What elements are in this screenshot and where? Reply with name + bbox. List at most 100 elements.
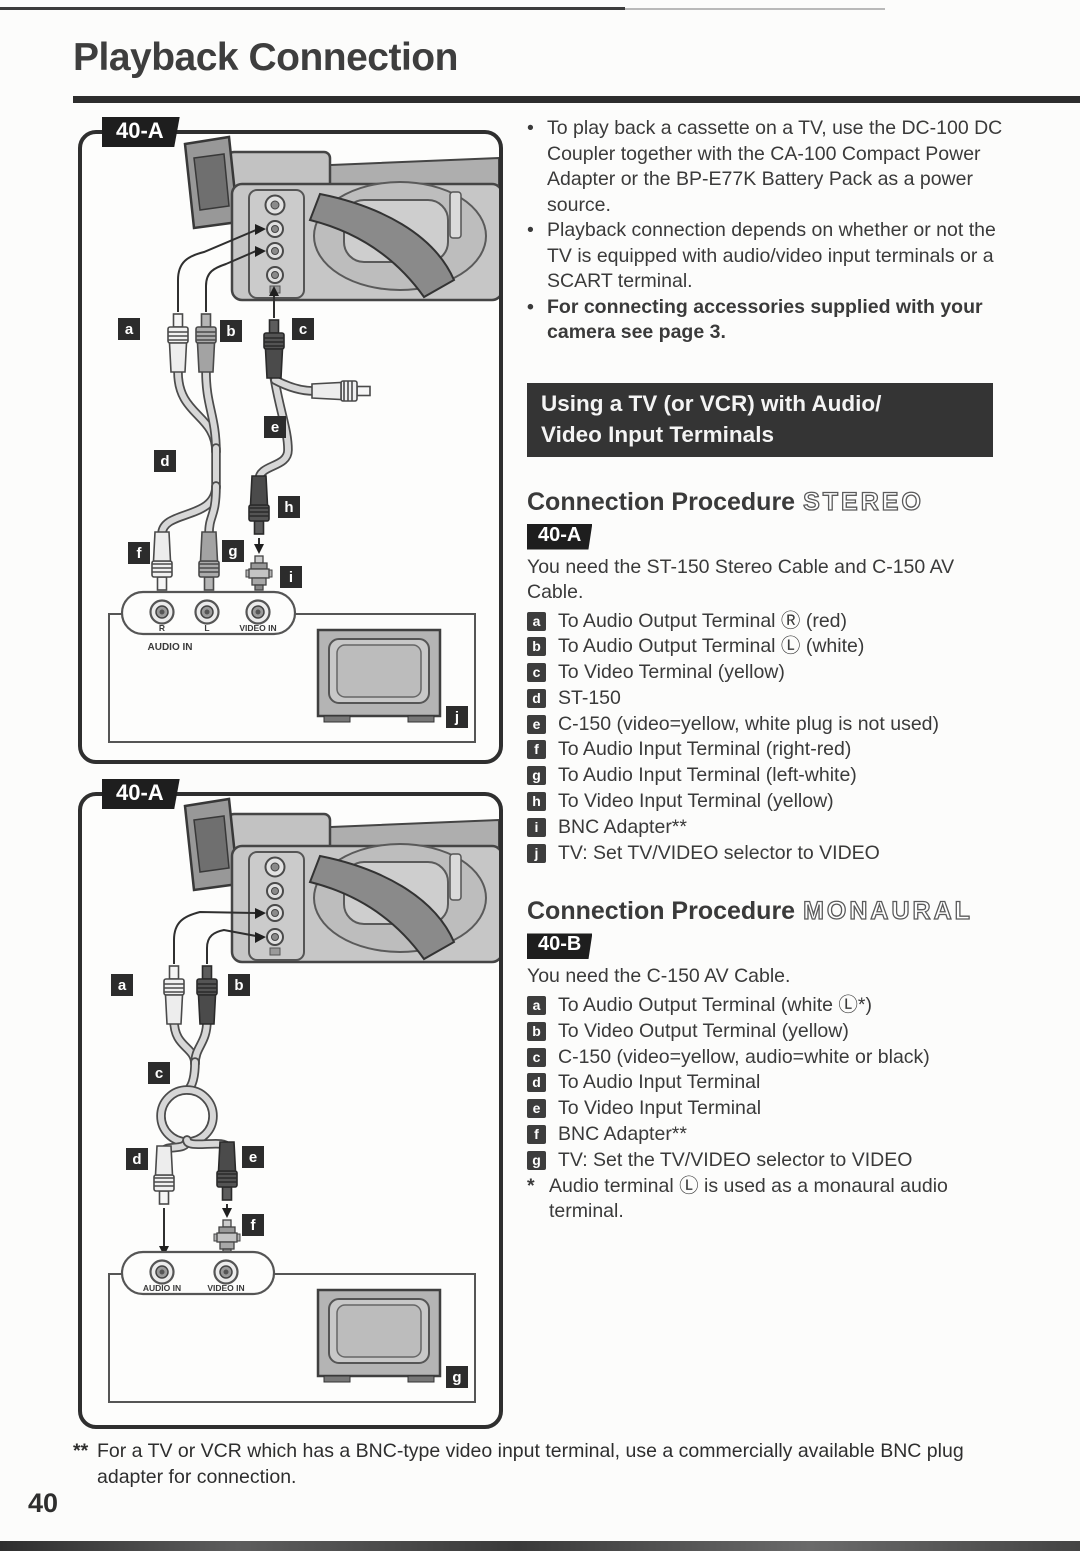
bullet-marker: • <box>527 117 534 139</box>
scan-top-line <box>0 7 625 10</box>
bullet-text: To play back a cassette on a TV, use the… <box>547 117 1003 216</box>
bullet-item: • To play back a cassette on a TV, use t… <box>527 116 1005 218</box>
item-key-badge: f <box>527 1124 546 1144</box>
monaural-style-word: MONAURAL <box>802 897 973 926</box>
label-b: b <box>220 320 242 342</box>
section-header: Using a TV (or VCR) with Audio/ Video In… <box>527 382 993 457</box>
footnote-text: Audio terminal Ⓛ is used as a monaural a… <box>549 1174 948 1223</box>
tv-input-panel: R L VIDEO IN AUDIO IN <box>120 590 297 653</box>
scan-top-line-light <box>625 8 885 10</box>
text-column: • To play back a cassette on a TV, use t… <box>527 116 1005 1225</box>
stereo-item-list: a To Audio Output Terminal Ⓡ (red) b To … <box>527 609 1005 867</box>
bullet-marker: • <box>527 295 534 318</box>
item-text: To Video Output Terminal (yellow) <box>558 1019 849 1042</box>
list-item: a To Audio Output Terminal (white Ⓛ*) <box>527 993 1005 1019</box>
figure1-diagram: R L VIDEO IN AUDIO IN a b c d e f g h i … <box>108 134 499 743</box>
label-e: e <box>264 416 286 438</box>
list-item: b To Audio Output Terminal Ⓛ (white) <box>527 634 1005 660</box>
list-item: a To Audio Output Terminal Ⓡ (red) <box>527 609 1005 635</box>
unused-white-plug <box>311 380 371 402</box>
svg-text:b: b <box>234 977 243 994</box>
section-header-line2: Video Input Terminals <box>541 421 774 447</box>
item-key-badge: j <box>527 843 546 863</box>
label-f: f <box>128 542 150 564</box>
label-g: g <box>446 1366 468 1388</box>
item-text: To Audio Output Terminal Ⓛ (white) <box>558 635 865 658</box>
list-item: c C-150 (video=yellow, audio=white or bl… <box>527 1045 1005 1071</box>
monaural-heading-text: Connection Procedure <box>527 897 796 926</box>
jack-label-l: L <box>204 623 209 633</box>
bnc-footnote: ** For a TV or VCR which has a BNC-type … <box>73 1438 1003 1490</box>
rca-plug-white-b <box>195 313 217 373</box>
label-f: f <box>242 1214 264 1236</box>
bullet-item: • For connecting accessories supplied wi… <box>527 295 1005 346</box>
figure2-diagram: AUDIO IN VIDEO IN a b c d e f g <box>108 796 499 1403</box>
svg-text:f: f <box>251 1217 257 1234</box>
label-g: g <box>222 540 244 562</box>
bullet-marker: • <box>527 219 534 241</box>
item-text: C-150 (video=yellow, white plug is not u… <box>558 712 940 735</box>
item-text: BNC Adapter** <box>558 815 687 838</box>
label-a: a <box>111 974 133 996</box>
tv-illustration <box>316 628 442 724</box>
svg-text:d: d <box>160 453 169 470</box>
svg-text:d: d <box>132 1151 141 1168</box>
item-text: To Audio Input Terminal (right-red) <box>558 738 852 761</box>
list-item: e C-150 (video=yellow, white plug is not… <box>527 712 1005 738</box>
rca-plug-yellow-b <box>196 965 218 1025</box>
item-key-badge: d <box>527 1073 546 1093</box>
c150-cable <box>254 371 319 485</box>
c150-cable <box>156 1015 232 1157</box>
page-title: Playback Connection <box>73 36 458 79</box>
stereo-need-text: You need the ST-150 Stereo Cable and C-1… <box>527 555 955 604</box>
item-key-badge: c <box>527 1047 546 1067</box>
item-text: TV: Set the TV/VIDEO selector to VIDEO <box>558 1148 913 1171</box>
monaural-ref-badge: 40-B <box>527 933 593 960</box>
bnc-adapter <box>213 1219 241 1255</box>
monaural-need-text: You need the C-150 AV Cable. <box>527 965 791 988</box>
label-h: h <box>278 496 300 518</box>
figure1-badge: 40-A <box>102 117 180 147</box>
item-text: To Audio Output Terminal Ⓡ (red) <box>558 609 848 632</box>
item-key-badge: a <box>527 995 546 1015</box>
item-text: To Video Input Terminal (yellow) <box>558 790 834 813</box>
item-text: ST-150 <box>558 686 621 709</box>
label-d: d <box>126 1148 148 1170</box>
list-item: f To Audio Input Terminal (right-red) <box>527 737 1005 763</box>
item-key-badge: g <box>527 766 546 786</box>
rca-plug-d <box>153 1145 175 1205</box>
svg-text:c: c <box>155 1065 163 1082</box>
rca-plug-f <box>151 531 173 591</box>
figure2-badge: 40-A <box>102 779 180 809</box>
camcorder-illustration <box>185 799 499 962</box>
list-item: h To Video Input Terminal (yellow) <box>527 789 1005 815</box>
jack-label-video-in: VIDEO IN <box>207 1283 244 1293</box>
svg-text:e: e <box>249 1149 257 1166</box>
bnc-adapter <box>245 555 273 591</box>
item-text: C-150 (video=yellow, audio=white or blac… <box>558 1045 930 1068</box>
rca-plug-g <box>198 531 220 591</box>
rca-plug-yellow-c <box>263 319 285 379</box>
bnc-footnote-marker: ** <box>73 1440 89 1462</box>
stereo-heading-text: Connection Procedure <box>527 487 796 516</box>
footnote-marker: * <box>527 1174 535 1197</box>
monaural-footnote: * Audio terminal Ⓛ is used as a monaural… <box>527 1174 1005 1226</box>
svg-text:c: c <box>299 321 307 338</box>
bnc-footnote-text: For a TV or VCR which has a BNC-type vid… <box>97 1440 964 1488</box>
item-key-badge: a <box>527 611 546 631</box>
item-key-badge: i <box>527 817 546 837</box>
item-key-badge: c <box>527 663 546 683</box>
list-item: c To Video Terminal (yellow) <box>527 660 1005 686</box>
label-a: a <box>118 318 140 340</box>
svg-text:a: a <box>125 321 134 338</box>
item-key-badge: f <box>527 740 546 760</box>
item-key-badge: e <box>527 714 546 734</box>
figure-40b-monaural: 40-A <box>78 779 503 1429</box>
list-item: d To Audio Input Terminal <box>527 1070 1005 1096</box>
label-b: b <box>228 974 250 996</box>
item-key-badge: h <box>527 792 546 812</box>
svg-text:g: g <box>452 1369 461 1386</box>
svg-text:a: a <box>118 977 127 994</box>
